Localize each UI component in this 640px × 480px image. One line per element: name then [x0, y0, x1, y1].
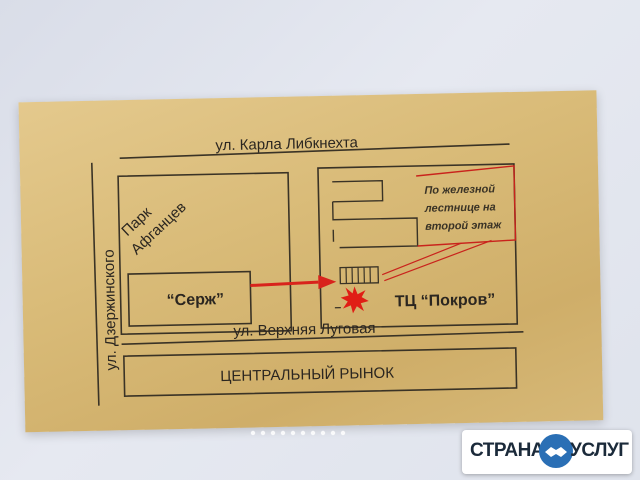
park-label: Парк Афганцев: [118, 199, 189, 259]
market-block: [123, 347, 518, 397]
street-bottom-label: ул. Верхняя Луговая: [233, 320, 376, 340]
handshake-icon: [539, 434, 573, 468]
note-line-3: второй этаж: [425, 219, 502, 233]
market-label: ЦЕНТРАЛЬНЫЙ РЫНОК: [220, 364, 394, 386]
building-outline-2: [331, 201, 419, 249]
road-top-line: [119, 143, 510, 160]
park-block: [117, 171, 293, 336]
note-pointer-2: [384, 239, 492, 282]
shop-label: “Серж”: [167, 291, 225, 309]
mall-block: [317, 163, 519, 329]
carousel-dots: [250, 430, 346, 436]
note-line-2: лестнице на: [424, 201, 496, 215]
direction-arrow-icon: [250, 275, 337, 290]
road-bottom-line: [121, 330, 524, 346]
watermark-badge: СТРАНА УСЛУГ: [462, 430, 632, 474]
note-pointer-1: [381, 242, 462, 276]
stairs: [339, 266, 380, 285]
shop-block: [127, 270, 253, 327]
location-star-icon: [340, 286, 369, 314]
watermark-right-text: УСЛУГ: [570, 440, 629, 461]
note-line-1: По железной: [424, 183, 495, 196]
map-drawing: ул. Карла Либкнехта ул. Дзержинского ул.…: [90, 134, 524, 406]
business-card: ул. Карла Либкнехта ул. Дзержинского ул.…: [18, 90, 604, 433]
road-left-line: [90, 162, 100, 406]
note-box: [416, 165, 517, 247]
watermark-left-text: СТРАНА: [470, 440, 545, 461]
building-outline-1: [332, 180, 384, 203]
mall-label: ТЦ “Покров”: [395, 291, 496, 310]
street-left-label: ул. Дзержинского: [101, 249, 121, 370]
street-top-label: ул. Карла Либкнехта: [215, 134, 358, 154]
